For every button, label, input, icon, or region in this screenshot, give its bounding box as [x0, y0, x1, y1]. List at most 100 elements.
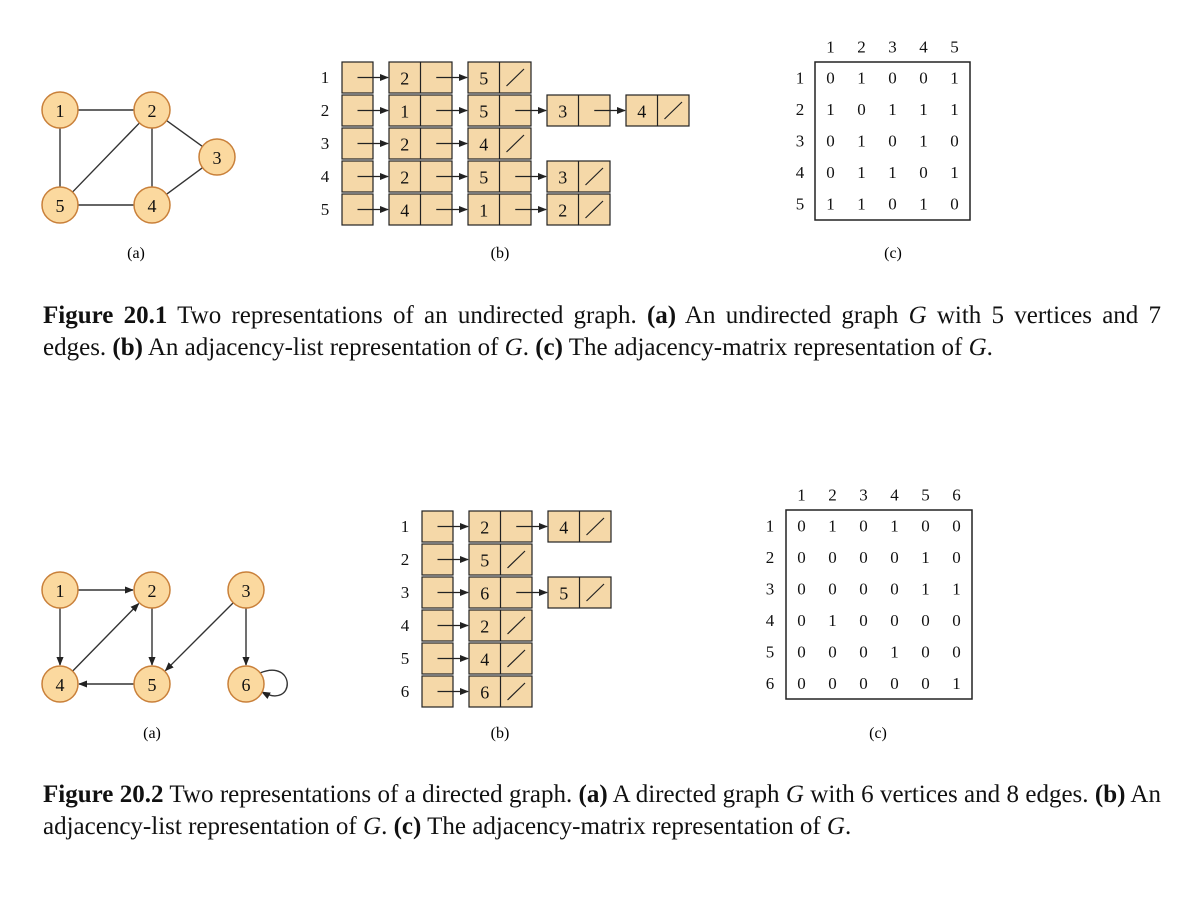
- adj-node-value: 5: [479, 102, 488, 122]
- matrix-cell: 0: [797, 579, 806, 598]
- sublabel-b: (b): [491, 245, 510, 262]
- matrix-cell: 0: [921, 516, 930, 535]
- matrix-cell: 0: [952, 642, 961, 661]
- graph-edge: [72, 602, 140, 672]
- adj-nil-slash: [586, 517, 605, 536]
- caption-graph-symbol: G: [363, 813, 382, 840]
- matrix-cell: 0: [890, 548, 899, 567]
- adj-node-value: 5: [479, 168, 488, 188]
- matrix-cell: 0: [826, 68, 835, 87]
- matrix-cell: 0: [950, 195, 959, 214]
- caption-text: A directed graph: [607, 781, 786, 808]
- adj-node-value: 4: [637, 102, 646, 122]
- adj-node-value: 1: [479, 201, 488, 221]
- matrix-cell: 0: [826, 163, 835, 182]
- matrix-row-header: 2: [766, 548, 775, 567]
- caption-text: with 6 vertices and 8 edges.: [803, 781, 1095, 808]
- caption-text: An adjacency-list representation of: [43, 781, 1161, 840]
- caption-text: .: [381, 813, 394, 840]
- matrix-cell: 1: [890, 516, 899, 535]
- sublabel-a: (a): [127, 245, 145, 262]
- matrix-col-header: 2: [857, 38, 866, 57]
- graph-edge: [166, 167, 203, 195]
- matrix-cell: 1: [888, 163, 897, 182]
- matrix-col-header: 6: [952, 486, 961, 505]
- matrix-cell: 1: [828, 611, 837, 630]
- caption-part-c: (c): [393, 813, 422, 840]
- matrix-cell: 1: [919, 195, 928, 214]
- matrix-cell: 1: [950, 100, 959, 119]
- adj-nil-slash: [507, 682, 526, 701]
- matrix-cell: 0: [888, 68, 897, 87]
- caption-text: .: [986, 334, 993, 361]
- matrix-cell: 0: [859, 611, 868, 630]
- caption-graph-symbol: G: [785, 781, 804, 808]
- adj-nil-slash: [506, 134, 525, 153]
- vertex-label: 3: [242, 581, 251, 601]
- caption-part-c: (c): [535, 334, 563, 361]
- caption-graph-symbol: G: [908, 302, 927, 329]
- matrix-col-header: 5: [950, 38, 959, 57]
- adj-node-value: 4: [479, 135, 488, 155]
- caption-title: Figure 20.1: [43, 302, 168, 329]
- matrix-row-header: 3: [766, 579, 775, 598]
- matrix-cell: 0: [919, 68, 928, 87]
- adj-node-value: 2: [558, 201, 567, 221]
- adj-node-value: 3: [558, 168, 567, 188]
- vertex-label: 4: [148, 196, 157, 216]
- matrix-cell: 1: [952, 579, 961, 598]
- caption-text: Two representations of a directed graph.: [163, 781, 579, 808]
- adj-node-value: 2: [480, 518, 489, 538]
- matrix-row-header: 5: [766, 642, 775, 661]
- vertex-label: 1: [56, 581, 65, 601]
- graph-vertex: [133, 665, 171, 703]
- graph-vertex: [133, 186, 171, 224]
- matrix-cell: 0: [888, 195, 897, 214]
- matrix-row-header: 6: [766, 674, 775, 693]
- matrix-frame: [814, 61, 971, 221]
- matrix-col-header: 2: [828, 486, 837, 505]
- matrix-row-header: 1: [796, 68, 805, 87]
- caption-text: Two representations of an undirected gra…: [167, 302, 647, 329]
- vertex-label: 5: [56, 196, 65, 216]
- graph-vertex: [41, 571, 79, 609]
- graph-edge: [164, 602, 234, 672]
- caption-part-a: (a): [646, 302, 677, 329]
- matrix-cell: 1: [857, 132, 866, 151]
- vertex-label: 2: [148, 101, 157, 121]
- matrix-row-header: 4: [796, 163, 805, 182]
- matrix-cell: 1: [950, 163, 959, 182]
- matrix-cell: 1: [828, 516, 837, 535]
- matrix-cell: 1: [921, 579, 930, 598]
- caption-text: .: [844, 813, 852, 840]
- graph-vertex: [227, 665, 265, 703]
- matrix-cell: 0: [797, 642, 806, 661]
- vertex-label: 4: [56, 675, 65, 695]
- matrix-cell: 0: [859, 674, 868, 693]
- graph-vertex: [133, 571, 171, 609]
- adj-row-label: 3: [321, 134, 330, 153]
- vertex-label: 5: [148, 675, 157, 695]
- matrix-cell: 0: [797, 674, 806, 693]
- matrix-cell: 0: [828, 642, 837, 661]
- matrix-cell: 1: [919, 132, 928, 151]
- matrix-cell: 0: [828, 674, 837, 693]
- matrix-cell: 0: [919, 163, 928, 182]
- caption-text: with 5 vertices and 7 edges.: [43, 302, 1162, 361]
- matrix-cell: 1: [857, 195, 866, 214]
- vertex-label: 3: [213, 148, 222, 168]
- caption-text: The adjacency-matrix representation of: [421, 813, 827, 840]
- sublabel-a: (a): [143, 725, 161, 742]
- graph-vertex: [133, 91, 171, 129]
- matrix-row-header: 2: [796, 100, 805, 119]
- caption-text: An undirected graph: [676, 302, 909, 329]
- graph-vertex: [41, 665, 79, 703]
- matrix-col-header: 3: [859, 486, 868, 505]
